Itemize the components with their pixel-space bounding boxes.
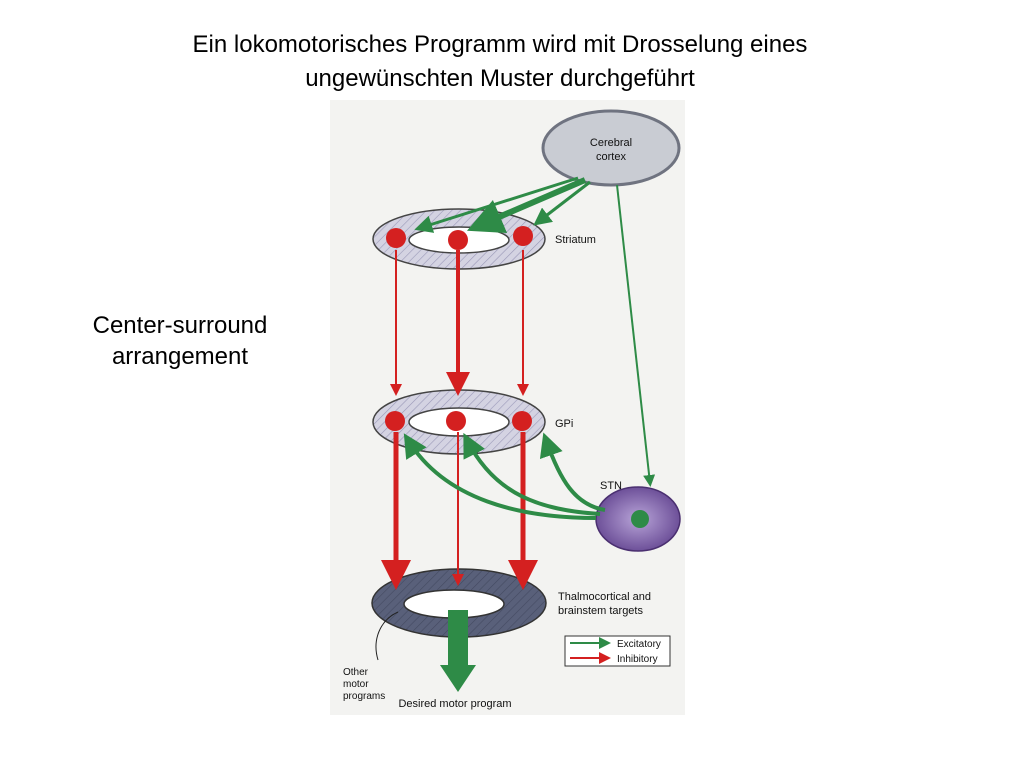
legend-excitatory-label: Excitatory bbox=[617, 639, 661, 650]
gpi-neuron-left bbox=[385, 411, 405, 431]
cerebral-cortex bbox=[541, 109, 681, 187]
cortex-to-striatum-center-arrow bbox=[466, 177, 587, 234]
gpi-neuron-center bbox=[446, 411, 466, 431]
striatum-neuron-left bbox=[386, 228, 406, 248]
cortex-label-line-2: cortex bbox=[596, 151, 626, 163]
stn-to-gpi-left-arrow bbox=[403, 433, 597, 520]
striatum-label: Striatum bbox=[555, 234, 596, 246]
thalamo-label-line-1: Thalmocortical and bbox=[558, 591, 651, 603]
other-label-line-2: motor bbox=[343, 679, 369, 690]
other-label-line-1: Other bbox=[343, 667, 369, 678]
legend: Excitatory Inhibitory bbox=[564, 635, 671, 667]
cortex-to-stn-arrow bbox=[616, 184, 656, 487]
stn-to-gpi-center-arrow bbox=[463, 432, 601, 516]
other-label-line-3: programs bbox=[343, 691, 385, 702]
stn-to-gpi-right-arrow bbox=[539, 432, 606, 512]
caption-line-2: arrangement bbox=[111, 343, 249, 370]
other-programs-pointer bbox=[375, 611, 399, 661]
gpi-label: GPi bbox=[555, 418, 573, 430]
stn-neuron bbox=[631, 510, 649, 528]
stn-label: STN bbox=[600, 480, 622, 492]
cortex-label-line-1: Cerebral bbox=[590, 137, 632, 149]
caption-line-1: Center-surround bbox=[92, 312, 268, 339]
title-line-2: ungewünschten Muster durchgeführt bbox=[305, 65, 695, 92]
cortex-to-striatum-right-arrow bbox=[533, 180, 591, 226]
thalamo-label-line-2: brainstem targets bbox=[558, 605, 643, 617]
desired-motor-program-label: Desired motor program bbox=[398, 698, 511, 710]
striatum-neuron-center bbox=[448, 230, 468, 250]
title-line-1: Ein lokomotorisches Programm wird mit Dr… bbox=[192, 31, 808, 58]
side-caption: Center-surround arrangement bbox=[60, 310, 300, 372]
slide-title: Ein lokomotorisches Programm wird mit Dr… bbox=[0, 28, 1000, 96]
desired-motor-program-arrow bbox=[440, 610, 476, 692]
thalamus-ring bbox=[371, 568, 547, 638]
legend-inhibitory-label: Inhibitory bbox=[617, 654, 658, 665]
striatum-neuron-right bbox=[513, 226, 533, 246]
gpi-neuron-right bbox=[512, 411, 532, 431]
